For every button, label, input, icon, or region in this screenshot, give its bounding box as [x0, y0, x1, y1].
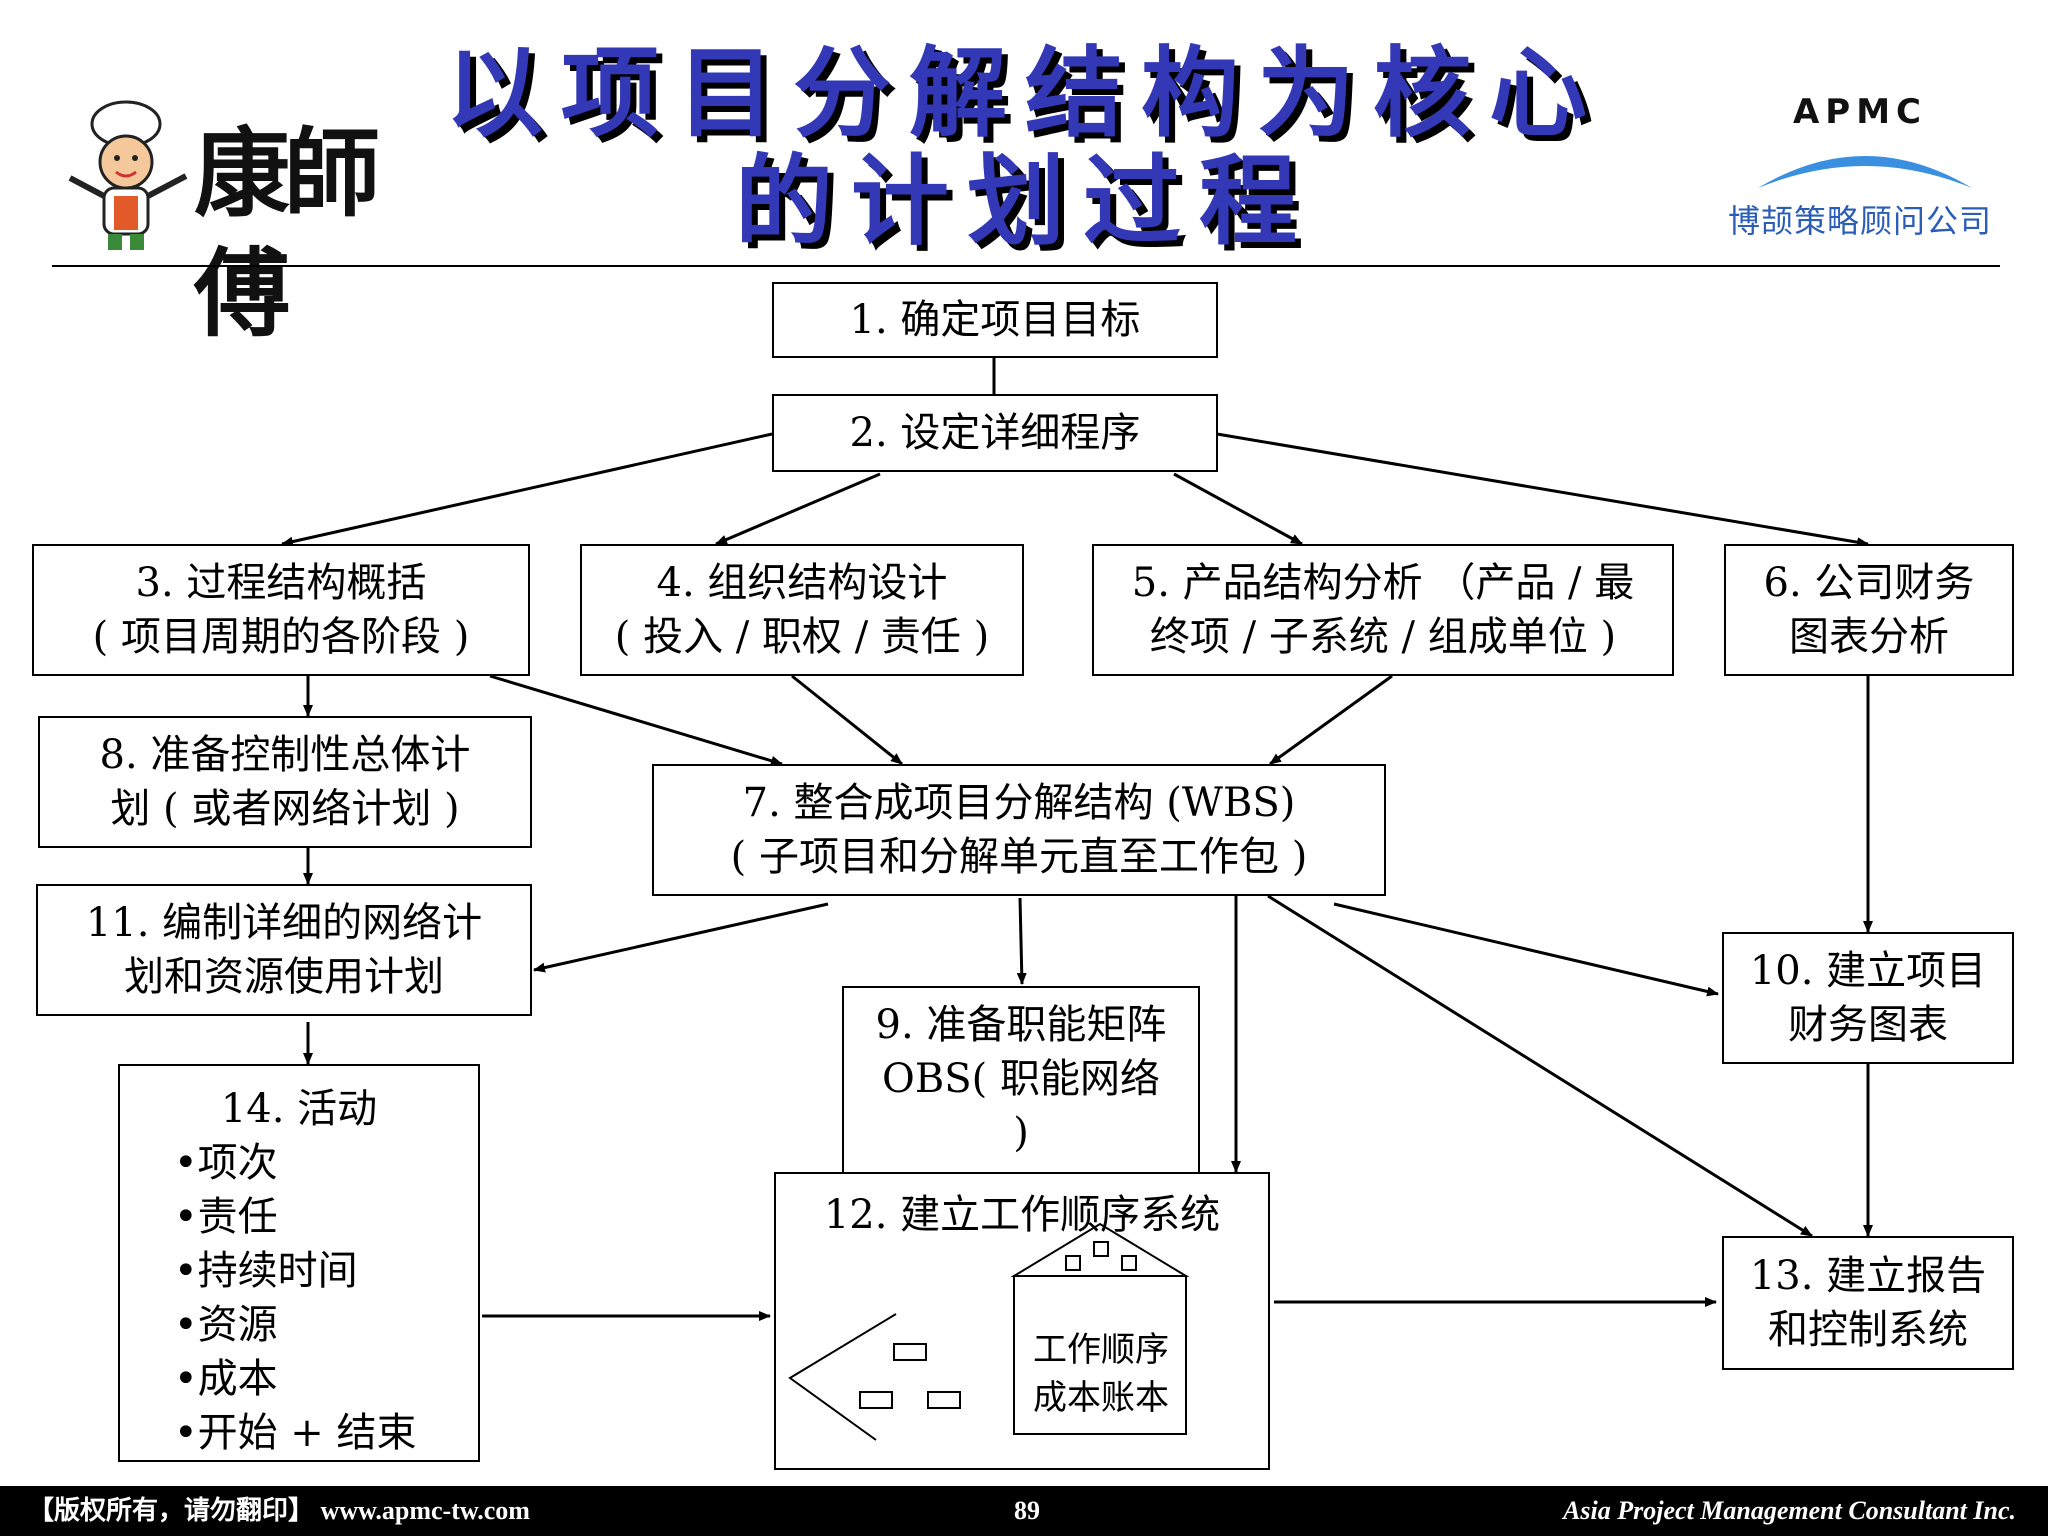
activity-item: •资源: [174, 1302, 278, 1348]
footer-bar: 【版权所有，请勿翻印】 www.apmc-tw.com 89 Asia Proj…: [0, 1486, 2048, 1536]
kang-shi-fu-logo: 康師傅: [56, 96, 426, 350]
footer-page-number: 89: [1014, 1496, 1040, 1525]
activity-item: •责任: [174, 1194, 278, 1240]
node-1-define-objectives: 1. 确定项目目标: [772, 282, 1218, 358]
node-8-master-plan: 8. 准备控制性总体计划 ( 或者网络计划 ): [38, 716, 532, 848]
footer-copyright: 【版权所有，请勿翻印】 www.apmc-tw.com: [28, 1496, 530, 1525]
apmc-name: APMC: [1792, 92, 1928, 132]
node-7-wbs: 7. 整合成项目分解结构 (WBS)( 子项目和分解单元直至工作包 ): [652, 764, 1386, 896]
work-sequence-illustration: [788, 1222, 1190, 1441]
activity-item: •持续时间: [174, 1248, 358, 1294]
title-divider: [52, 265, 2000, 267]
arc-icon: [1758, 156, 1972, 188]
node-14-activities: 14. 活动 •项次 •责任 •持续时间 •资源 •成本 •开始 + 结束: [118, 1064, 480, 1462]
footer-company: Asia Project Management Consultant Inc.: [1563, 1496, 2016, 1525]
node-12-work-sequence-system: 12. 建立工作顺序系统: [774, 1172, 1270, 1470]
logo-text: 康師傅: [194, 117, 380, 350]
node-11-network-plan: 11. 编制详细的网络计划和资源使用计划: [36, 884, 532, 1016]
node-6-financial-analysis: 6. 公司财务图表分析: [1724, 544, 2014, 676]
title-line-1: 以项目分解结构为核心: [444, 37, 1605, 151]
node-5-product-structure: 5. 产品结构分析 （产品 / 最终项 / 子系统 / 组成单位 ): [1092, 544, 1674, 676]
node-10-financial-charts: 10. 建立项目财务图表: [1722, 932, 2014, 1064]
work-sequence-box-label: 工作顺序 成本账本: [1033, 1330, 1169, 1418]
activity-item: •项次: [174, 1140, 278, 1186]
activity-item: •成本: [174, 1356, 278, 1402]
apmc-logo: APMC 博颉策略顾问公司: [1720, 92, 2000, 252]
page-title: 以项目分解结构为核心 的计划过程: [360, 40, 1690, 256]
title-line-2: 的计划过程: [734, 145, 1315, 259]
node-3-process-structure: 3. 过程结构概括( 项目周期的各阶段 ): [32, 544, 530, 676]
node-13-reporting-control: 13. 建立报告和控制系统: [1722, 1236, 2014, 1370]
node-2-detailed-procedure: 2. 设定详细程序: [772, 394, 1218, 472]
chef-mascot-icon: [68, 100, 188, 250]
apmc-subtitle: 博颉策略顾问公司: [1727, 202, 1992, 240]
node-4-organization-design: 4. 组织结构设计( 投入 / 职权 / 责任 ): [580, 544, 1024, 676]
activity-item: •开始 + 结束: [174, 1410, 417, 1456]
